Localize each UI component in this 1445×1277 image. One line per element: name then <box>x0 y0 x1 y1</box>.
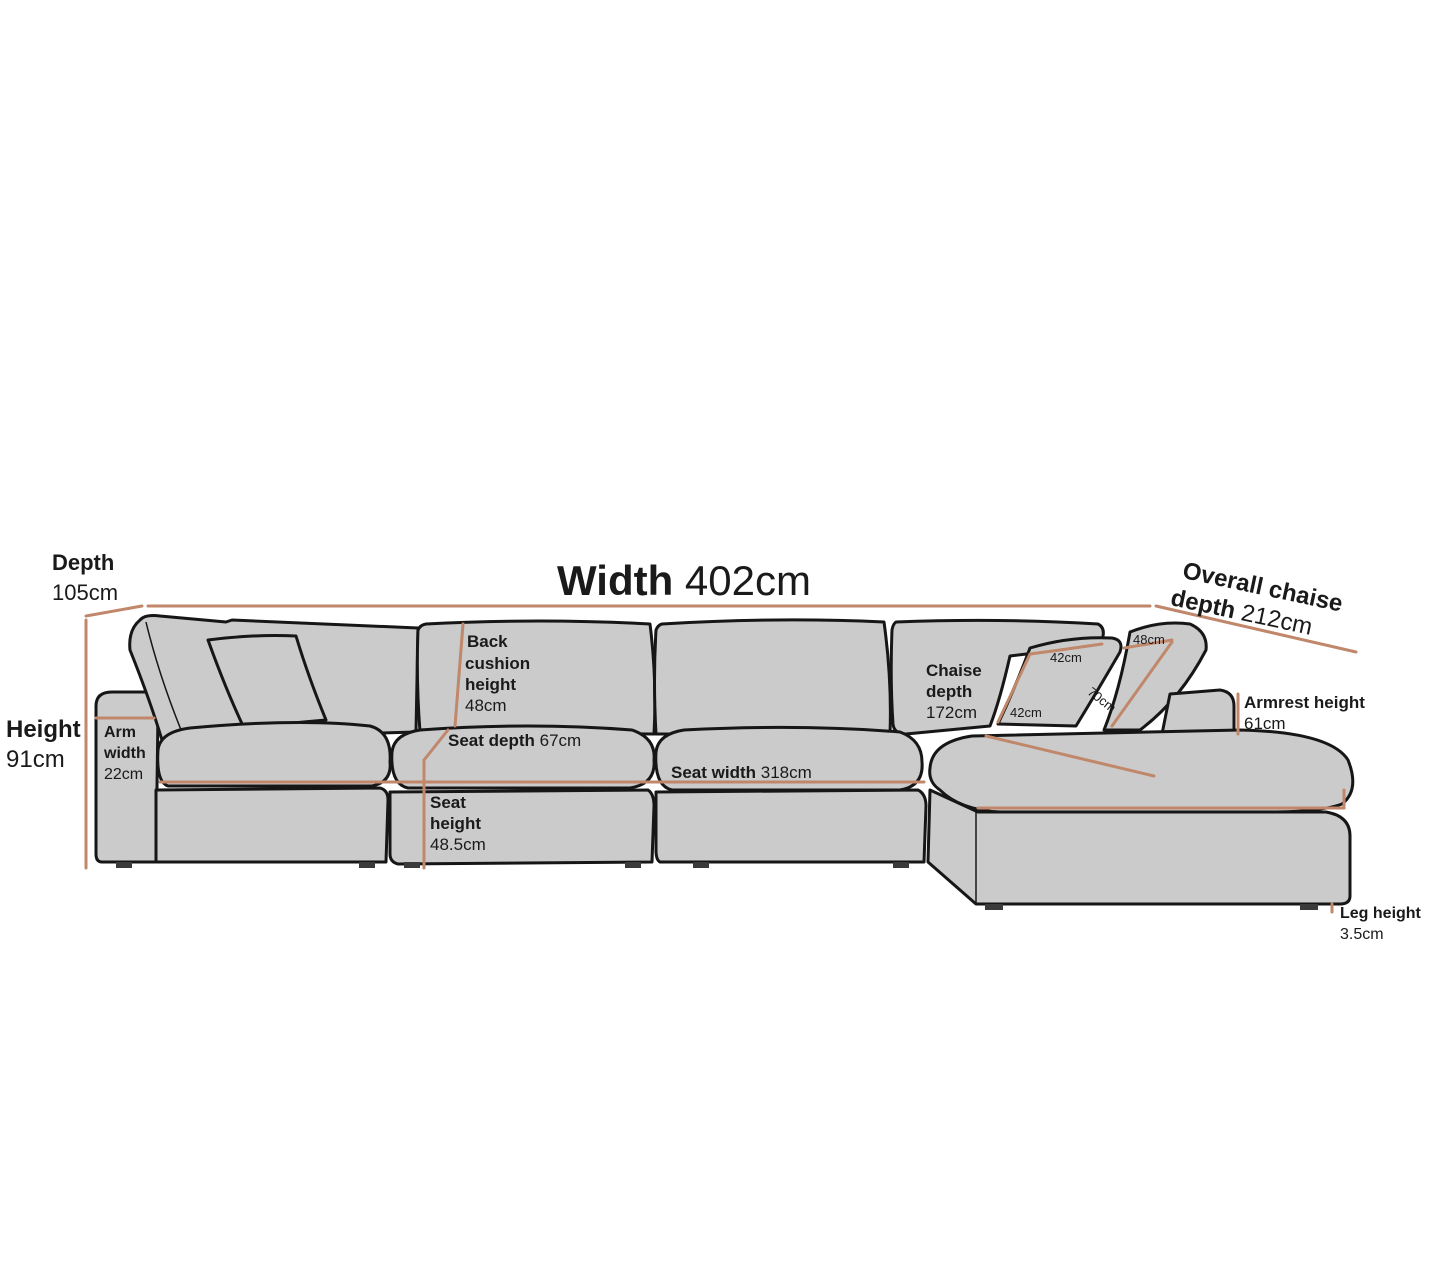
chaise-base <box>926 788 1352 906</box>
depth-title: Depth <box>52 550 115 575</box>
cushion-large-height-line <box>1110 640 1174 728</box>
sofa-foot-2 <box>359 862 375 868</box>
back-cushion-2 <box>415 619 657 736</box>
left-armrest <box>94 690 160 864</box>
armrest-height-value: 61cm <box>1244 714 1286 733</box>
height-value: 91cm <box>6 746 65 773</box>
sofa-foot-4 <box>625 862 641 868</box>
arm-width-line2: width <box>104 745 146 762</box>
back-cushion-line2: cushion <box>465 654 531 673</box>
seat-depth-line <box>422 728 450 762</box>
height-title: Height <box>6 716 81 743</box>
seat-width-label: Seat width 318cm <box>671 763 812 783</box>
chaise-seat-cushion <box>928 728 1355 814</box>
cushion-large-width-line <box>1122 638 1174 650</box>
overall-chaise-depth-line <box>1154 604 1358 654</box>
base-1 <box>154 786 390 864</box>
seat-depth-value: 67cm <box>539 731 582 750</box>
width-value: 402cm <box>684 557 811 604</box>
armrest-height-title: Armrest height <box>1244 693 1365 712</box>
sofa-foot-7 <box>985 904 1003 910</box>
seat-cushion-1 <box>156 720 392 788</box>
seat-depth-label: Seat depth 67cm <box>448 731 581 751</box>
cushion-small-width-line <box>1028 642 1104 656</box>
back-cushion-height-line <box>453 622 465 728</box>
chaise-depth-value: 172cm <box>926 703 978 722</box>
chaise-depth-line <box>984 734 1156 778</box>
depth-value: 105cm <box>52 580 119 605</box>
cushion-small-height-line <box>996 652 1032 724</box>
sofa-foot-3 <box>404 862 420 868</box>
seat-height-value: 48.5cm <box>430 835 486 854</box>
width-label: Width 402cm <box>557 556 811 606</box>
seat-depth-title: Seat depth <box>448 731 535 750</box>
base-2 <box>388 788 656 866</box>
cushion-large-width: 48cm <box>1133 632 1165 647</box>
leg-height-value: 3.5cm <box>1340 926 1384 943</box>
cushion-small-height: 42cm <box>1010 705 1042 720</box>
chaise-depth-line1: Chaise <box>926 661 982 680</box>
depth-line <box>84 604 144 618</box>
seat-height-line2: height <box>430 814 481 833</box>
sofa-outline <box>94 614 1355 910</box>
arm-width-value: 22cm <box>104 766 144 783</box>
sofa-foot-8 <box>1300 904 1318 910</box>
back-cushion-value: 48cm <box>465 696 507 715</box>
throw-pillow-left <box>206 634 328 730</box>
cushion-small-width: 42cm <box>1050 650 1082 665</box>
arm-width-line1: Arm <box>104 724 137 741</box>
back-cushion-line1: Back <box>467 632 508 651</box>
sofa-foot-1 <box>116 862 132 868</box>
leg-height-title: Leg height <box>1340 905 1421 922</box>
back-cushion-3 <box>653 618 892 736</box>
sofa-foot-5 <box>693 862 709 868</box>
back-cushion-line3: height <box>465 675 516 694</box>
chaise-armrest <box>1160 688 1236 738</box>
base-3 <box>654 788 928 864</box>
seat-width-value: 318cm <box>760 763 812 782</box>
measurement-lines <box>84 604 1358 914</box>
seat-cushion-3 <box>654 725 924 792</box>
chaise-depth-line2: depth <box>926 682 973 701</box>
seat-cushion-2 <box>390 724 656 790</box>
sofa-foot-6 <box>893 862 909 868</box>
seat-width-title: Seat width <box>671 763 757 782</box>
width-title: Width <box>557 557 674 604</box>
seat-height-line1: Seat <box>430 793 466 812</box>
